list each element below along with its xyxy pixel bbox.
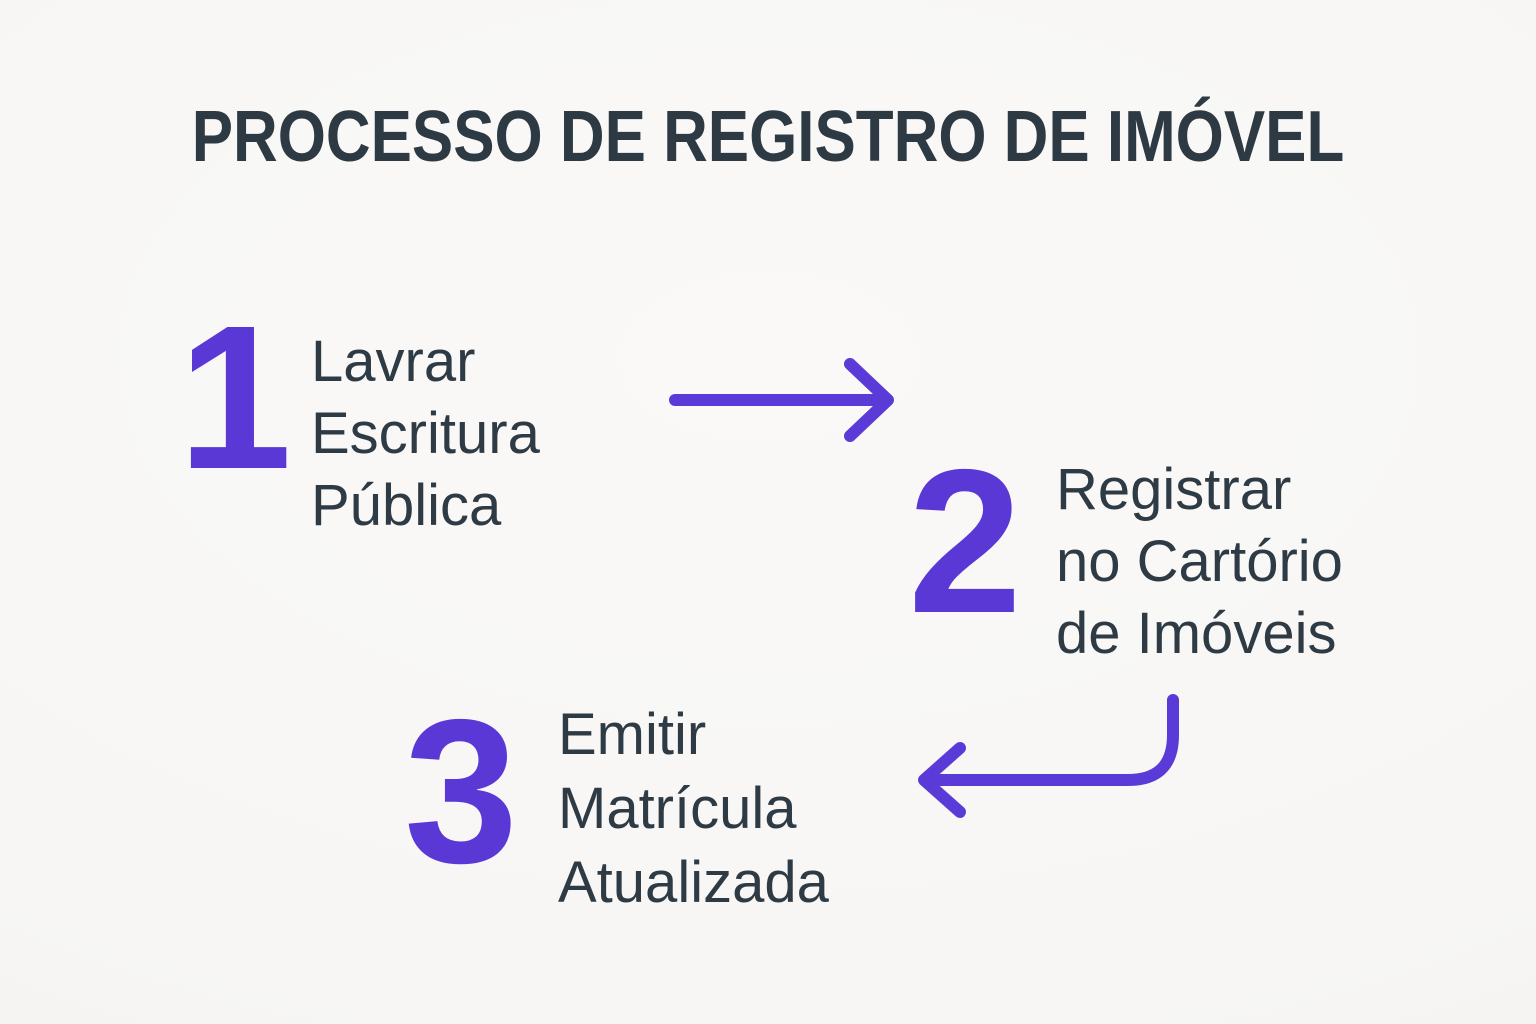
step-3-number: 3: [404, 677, 518, 906]
arrow-curve-down-left-icon: [918, 694, 1179, 818]
step-2-number: 2: [908, 427, 1022, 656]
arrow-right-icon: [669, 358, 894, 442]
step-1-label: Lavrar Escritura Pública: [311, 329, 540, 538]
diagram-title: PROCESSO DE REGISTRO DE IMÓVEL: [191, 97, 1345, 177]
step-2-label: Registrar no Cartório de Imóveis: [1056, 457, 1343, 666]
step-3-label: Emitir Matrícula Atualizada: [558, 702, 829, 915]
step-1-number: 1: [178, 283, 292, 512]
